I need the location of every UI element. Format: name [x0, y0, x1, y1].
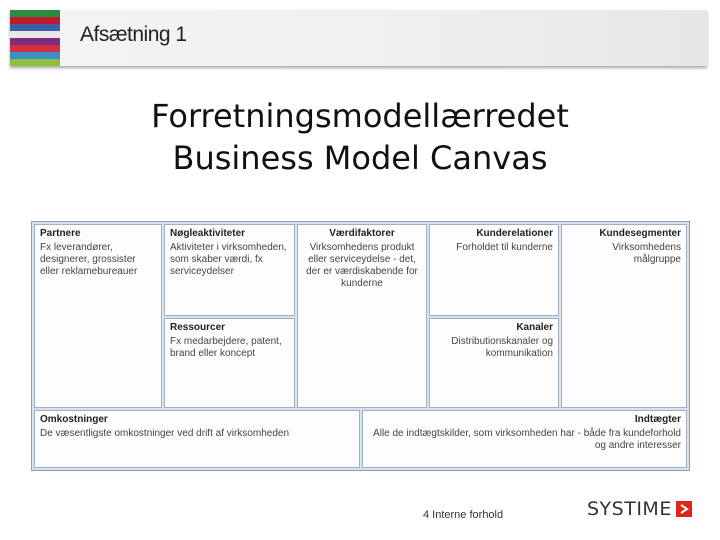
slide-title-line1: Forretningsmodellærredet [151, 97, 569, 135]
customer-segments-heading: Kundesegmenter [599, 228, 681, 239]
canvas-key-resources: Ressourcer Fx medarbejdere, patent, bran… [164, 318, 295, 408]
key-activities-text: Aktiviteter i virksomheden, som skaber v… [170, 242, 287, 277]
slide-title-line2: Business Model Canvas [172, 139, 548, 177]
canvas-partners: Partnere Fx leverandører, designerer, gr… [34, 224, 162, 408]
revenue-streams-text: Alle de indtægtskilder, som virksomheden… [373, 428, 681, 451]
customer-relations-heading: Kunderelationer [476, 228, 553, 239]
canvas-revenue-streams: Indtægter Alle de indtægtskilder, som vi… [362, 410, 687, 468]
canvas-value-propositions: Værdifaktorer Virksomhedens produkt elle… [297, 224, 427, 408]
revenue-streams-heading: Indtægter [634, 414, 681, 425]
color-stripes-logo [10, 10, 60, 66]
canvas-cost-structure: Omkostninger De væsentligste omkostninge… [34, 410, 360, 468]
canvas-customer-relations: Kunderelationer Forholdet til kunderne [429, 224, 559, 316]
book-title: Afsætning 1 [80, 23, 187, 46]
canvas-channels: Kanaler Distributionskanaler og kommunik… [429, 318, 559, 408]
cost-structure-heading: Omkostninger [40, 414, 108, 425]
channels-heading: Kanaler [516, 322, 553, 333]
partners-heading: Partnere [40, 228, 81, 239]
business-model-canvas: Partnere Fx leverandører, designerer, gr… [31, 221, 690, 471]
partners-text: Fx leverandører, designerer, grossister … [40, 242, 138, 277]
value-propositions-heading: Værdifaktorer [329, 228, 395, 239]
canvas-customer-segments: Kundesegmenter Virksomhedens målgruppe [561, 224, 687, 408]
chapter-footer: 4 Interne forhold [423, 509, 504, 521]
cost-structure-text: De væsentligste omkostninger ved drift a… [40, 428, 290, 439]
customer-relations-text: Forholdet til kunderne [456, 242, 553, 253]
value-propositions-text: Virksomhedens produkt eller serviceydels… [306, 242, 418, 289]
arrow-right-icon [675, 501, 692, 517]
customer-segments-text: Virksomhedens målgruppe [612, 242, 681, 265]
logo-text: SYSTIME [587, 498, 672, 520]
channels-text: Distributionskanaler og kommunikation [451, 336, 553, 359]
canvas-key-activities: Nøgleaktiviteter Aktiviteter i virksomhe… [164, 224, 295, 316]
header-banner: Afsætning 1 [10, 10, 707, 66]
slide-title: Forretningsmodellærredet Business Model … [0, 95, 720, 179]
systime-logo: SYSTIME [587, 498, 692, 520]
key-resources-text: Fx medarbejdere, patent, brand eller kon… [170, 336, 282, 359]
key-resources-heading: Ressourcer [170, 322, 226, 333]
key-activities-heading: Nøgleaktiviteter [170, 228, 246, 239]
